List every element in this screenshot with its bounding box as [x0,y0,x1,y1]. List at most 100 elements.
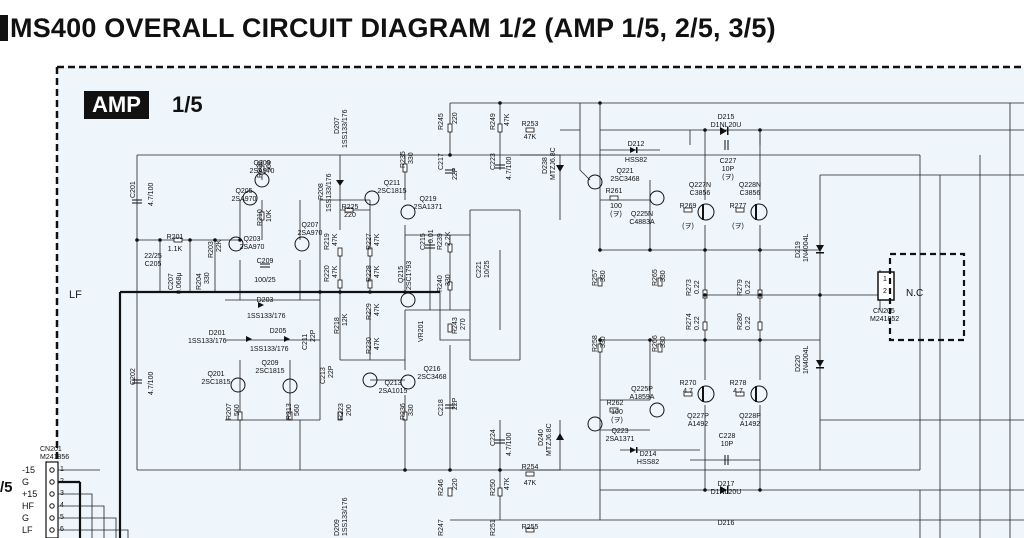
component-label: D1NL20U [710,122,742,129]
cn201-pin-number: 5 [60,514,64,521]
component-label: 0.068μ [176,272,183,294]
component-label: R210 [257,209,264,226]
component-label: Q203 [243,236,261,243]
component-label: A1492 [739,421,761,428]
q228p-symbol [750,385,768,403]
component-label: 22/25 [144,253,162,260]
component-label: Q225N [630,211,654,218]
component-label: Q209 [261,360,279,367]
component-label: R277 [729,203,747,210]
component-label: R254 [521,464,539,471]
component-label: R213 [286,403,293,420]
component-label: 0.22 [694,316,701,330]
component-label: C223 [490,153,497,170]
component-label: R230 [366,337,373,354]
transistor-bars [702,204,757,402]
component-label: 2SC1815 [201,379,231,386]
q227p-symbol [697,385,715,403]
component-label: 4.7 [683,388,693,395]
component-label: 330 [204,272,211,284]
resistors [173,123,763,533]
component-label: D215 [717,114,735,121]
component-label: 2SA1371 [413,204,443,211]
component-label: Q227P [687,413,709,420]
q209b-symbol [282,378,298,394]
section-page: 1/5 [172,92,203,117]
component-label: R203 [208,241,215,258]
component-label: R246 [438,479,445,496]
component-label: D238 [542,157,549,174]
q201-symbol [230,377,246,393]
component-label: R236 [400,403,407,420]
component-label: MTZJ6.8C [550,147,557,180]
component-label: 12K [342,313,349,326]
component-label: D209 [334,519,341,536]
component-label: 47K [374,303,381,316]
component-label: C221 [476,261,483,278]
component-label: 560 [266,160,273,172]
component-label: 560 [234,404,241,416]
component-label: HSS82 [624,157,648,164]
component-label: C213 [320,367,327,384]
wires [55,102,1024,538]
component-label: 47K [504,477,511,490]
component-label: 330 [600,336,607,348]
component-label: 22K [216,239,223,252]
component-label: R229 [366,303,373,320]
component-label: D207 [334,117,341,134]
component-label: D214 [639,451,657,458]
component-label: 330 [600,270,607,282]
component-label: 47K [332,265,339,278]
cn201-pin-number: 4 [60,502,64,509]
q205-symbol [242,190,258,206]
component-label: C227 [719,158,737,165]
component-label: 47K [374,265,381,278]
component-label: 47K [523,480,537,487]
component-label: 1SS133/176 [326,173,333,212]
component-label: R251 [490,519,497,536]
component-label: 1SS133/176 [342,109,349,148]
component-label: A1492 [687,421,709,428]
component-label: R223 [338,403,345,420]
component-label: 2SC3468 [417,374,447,381]
component-label: 2SA970 [231,196,257,203]
component-label: C218 [438,399,445,416]
q213-symbol [362,372,378,388]
component-label: 47K [332,233,339,246]
component-label: R250 [490,479,497,496]
component-label: 22P [310,329,317,342]
component-label: R245 [438,113,445,130]
component-label: R228 [366,265,373,282]
component-label: 47K [374,337,381,350]
component-label: 47K [523,134,537,141]
cn205-ref: CN205 [873,308,895,315]
component-label: R280 [737,313,744,330]
component-label: Q221 [616,168,634,175]
component-label: (ヲ) [610,211,622,218]
cn201-pin-number: 1 [60,466,64,473]
component-label: A1859A [629,394,655,401]
component-label: (ヲ) [611,417,623,424]
component-label: 22P [452,397,459,410]
component-label: C202 [130,368,137,385]
component-label: C211 [302,333,309,350]
component-label: 4.7 [733,388,743,395]
component-label: Q223 [611,428,629,435]
component-label: C205 [144,261,162,268]
component-label: Q209 [253,160,271,167]
component-label: C215 [420,233,427,250]
component-label: 2SC1793 [406,260,413,290]
component-label: R239 [437,233,444,250]
component-label: Q225P [631,386,653,393]
title-text: MS400 OVERALL CIRCUIT DIAGRAM 1/2 (AMP 1… [10,13,776,43]
component-label: Q201 [207,371,225,378]
component-label: 100 [610,203,622,210]
component-label: 100 [611,409,623,416]
component-label: 220 [452,112,459,124]
component-label: 47K [504,113,511,126]
component-label: D220 [795,355,802,372]
component-label: R273 [686,279,693,296]
q225n-symbol [649,190,665,206]
cn201-part: M241856 [40,454,70,461]
component-label: Q213 [384,380,402,387]
